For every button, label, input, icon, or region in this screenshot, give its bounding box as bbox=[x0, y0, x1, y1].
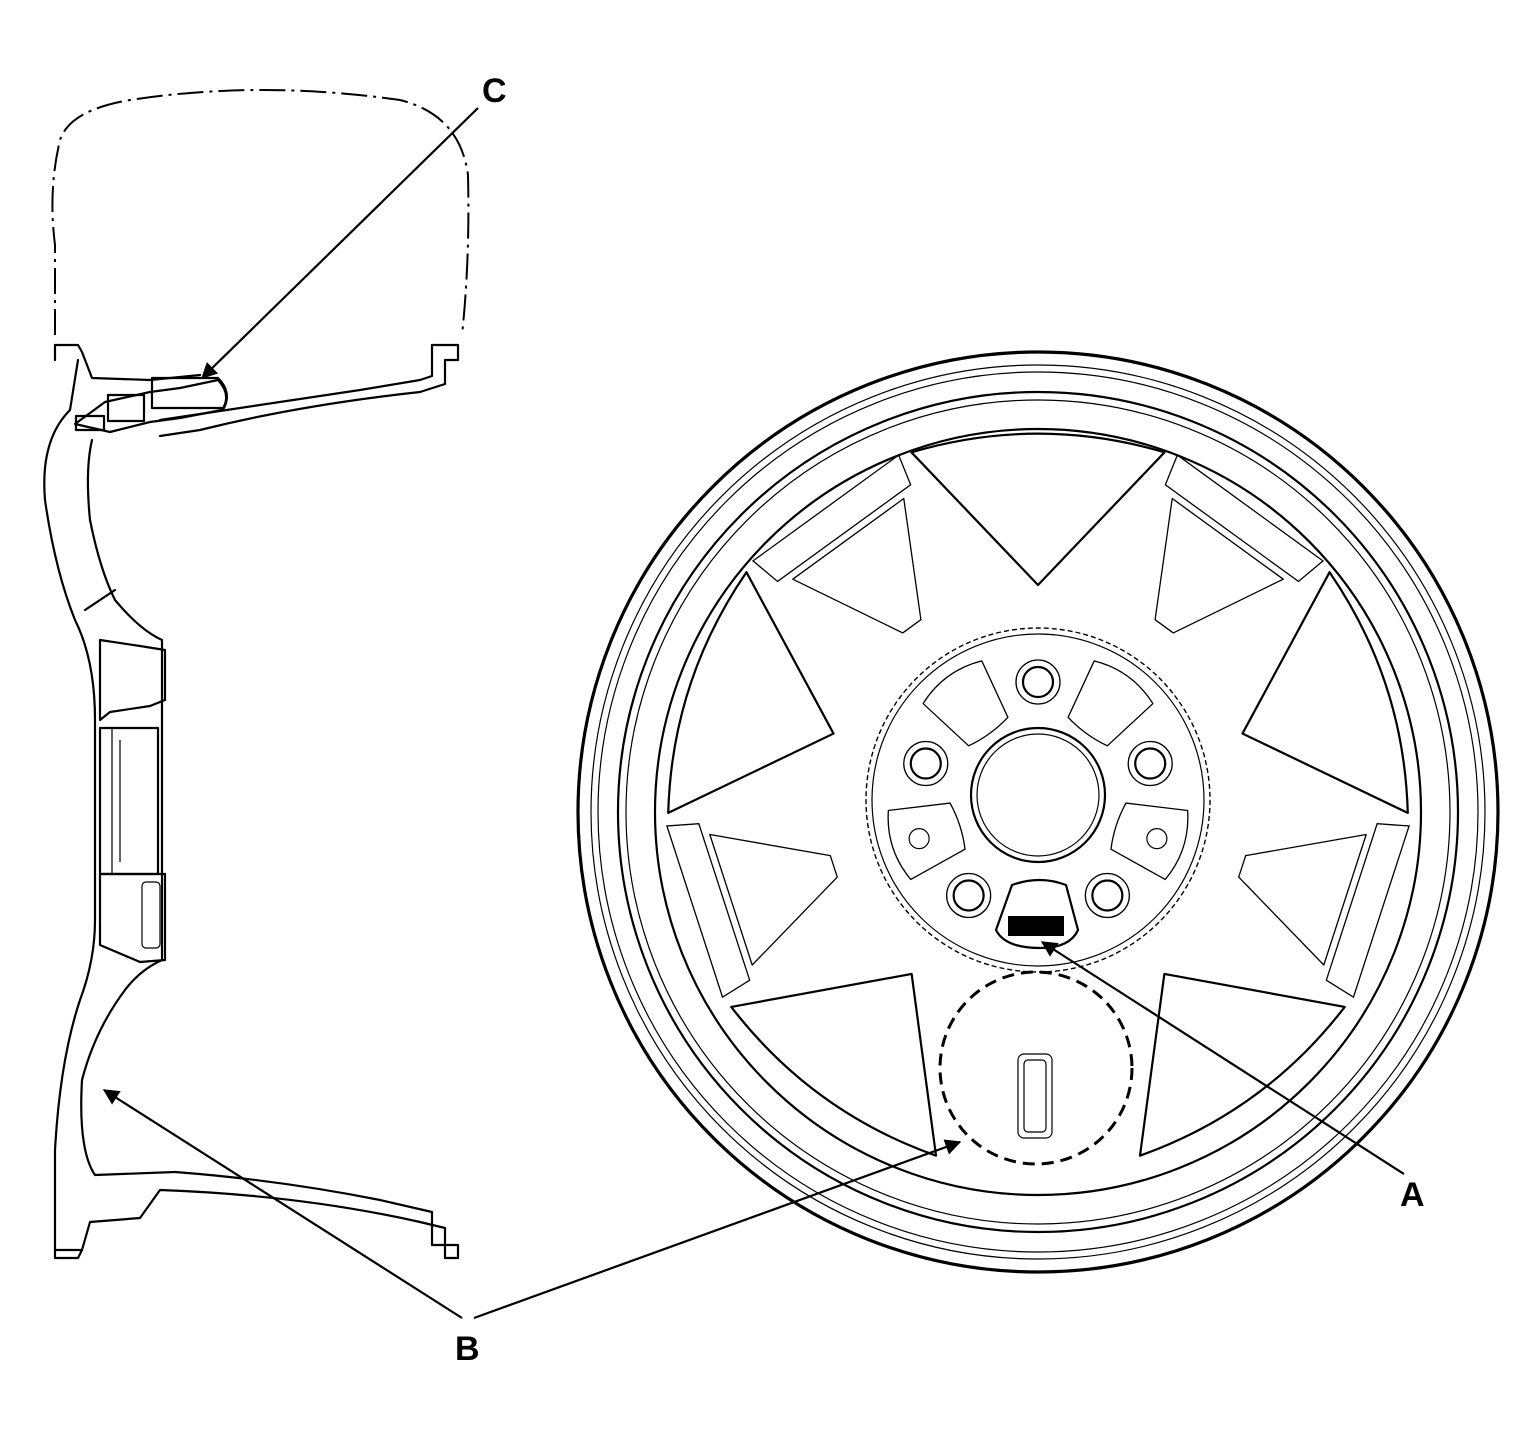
lug-hole-outer bbox=[1015, 659, 1061, 705]
rim-pocket bbox=[1164, 454, 1325, 583]
lug-hole-outer bbox=[1127, 740, 1173, 787]
center-bore-inner bbox=[976, 733, 1100, 857]
hub-pad-outline bbox=[865, 627, 1211, 973]
upper-left-rim-flange bbox=[53, 343, 202, 382]
lower-spoke-slot bbox=[1017, 1053, 1053, 1139]
spoke-pocket bbox=[1154, 497, 1284, 634]
rim-ring-2 bbox=[590, 364, 1486, 1260]
callout-label-b: B bbox=[455, 1330, 480, 1368]
hub-pocket bbox=[1110, 802, 1189, 881]
rim-ring-4 bbox=[616, 390, 1460, 1234]
hub-pockets bbox=[887, 660, 1189, 881]
rim-ring-3 bbox=[597, 371, 1479, 1253]
balance-weight-zone-b bbox=[938, 970, 1134, 1166]
hub-notch-a bbox=[994, 878, 1080, 950]
lower-left-rim-flange bbox=[53, 1248, 84, 1260]
hub-pocket bbox=[887, 802, 966, 881]
hub-pad bbox=[871, 633, 1205, 967]
spoke-window bbox=[910, 432, 1166, 587]
spoke-window bbox=[730, 972, 938, 1157]
spoke-pocket bbox=[1238, 833, 1367, 966]
tire-phantom-outline bbox=[51, 89, 470, 336]
rim-inner-ring bbox=[653, 427, 1423, 1197]
rim-pocket bbox=[751, 454, 912, 583]
spoke-pocket bbox=[792, 497, 922, 634]
marking-a bbox=[1008, 916, 1064, 936]
hub-section bbox=[98, 638, 167, 722]
lug-hole bbox=[1021, 665, 1055, 699]
lug-hole bbox=[952, 879, 985, 912]
spoke-windows bbox=[667, 432, 1409, 1157]
rim-pocket bbox=[666, 823, 751, 999]
spoke-window bbox=[1138, 972, 1346, 1157]
lug-hole bbox=[1134, 747, 1167, 780]
hub-pocket-hole bbox=[908, 828, 930, 850]
wheel-cross-section bbox=[43, 89, 470, 1260]
spoke-window bbox=[1241, 571, 1409, 815]
hub-pocket bbox=[1067, 660, 1154, 747]
wheel-face-view bbox=[576, 350, 1500, 1274]
leader-c bbox=[201, 107, 479, 379]
spoke-pocket bbox=[709, 833, 838, 966]
lug-hole bbox=[909, 747, 942, 780]
spoke-break-line bbox=[83, 588, 117, 612]
callout-label-a: A bbox=[1400, 1176, 1425, 1214]
lower-rim-well bbox=[138, 1170, 460, 1260]
valve-nut bbox=[106, 393, 146, 423]
valve-cap bbox=[150, 376, 229, 410]
lug-hole-outer bbox=[945, 872, 992, 919]
hub-pocket-hole bbox=[1146, 828, 1168, 850]
leader-lines bbox=[102, 107, 1405, 1320]
center-bore bbox=[969, 726, 1107, 864]
hub-pocket bbox=[922, 660, 1009, 747]
valve-tip bbox=[74, 414, 106, 432]
spoke-pockets bbox=[666, 454, 1410, 999]
rim-pocket bbox=[1325, 823, 1410, 999]
lug-hole-outer bbox=[903, 740, 949, 787]
hub-lower-slot bbox=[141, 881, 161, 949]
spoke-window bbox=[667, 571, 835, 815]
upper-rim-well bbox=[158, 343, 460, 438]
callout-label-c: C bbox=[482, 72, 507, 110]
lug-hole bbox=[1091, 879, 1124, 912]
lug-nut-holes bbox=[903, 659, 1173, 919]
leader-b-left bbox=[102, 1089, 463, 1319]
disc-outer-face bbox=[43, 358, 142, 1252]
hub-lower-section bbox=[98, 872, 167, 964]
rim-ring-5 bbox=[625, 399, 1451, 1225]
rim-outer-edge bbox=[576, 350, 1500, 1274]
lug-hole-outer bbox=[1084, 872, 1131, 919]
leader-b-right bbox=[473, 1139, 962, 1320]
hub-bore-section bbox=[98, 726, 160, 876]
leader-a bbox=[1040, 941, 1405, 1175]
valve-stem bbox=[73, 378, 228, 434]
lower-spoke-slot-inner bbox=[1023, 1059, 1047, 1133]
